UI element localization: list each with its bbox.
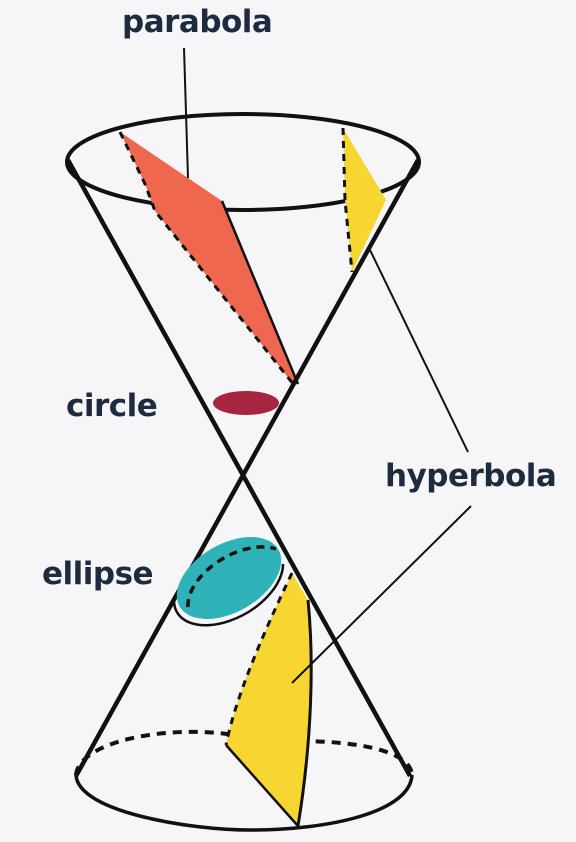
hyperbola-lower-section	[224, 572, 313, 827]
ellipse-section	[172, 537, 285, 627]
parabola-label: parabola	[122, 4, 273, 40]
ellipse-label: ellipse	[42, 556, 154, 592]
hyperbola-label: hyperbola	[385, 458, 557, 494]
hyperbola-upper-section	[341, 127, 386, 273]
parabola-leader-line	[183, 47, 189, 179]
circle-section	[213, 391, 279, 415]
circle-label: circle	[66, 388, 158, 424]
hyperbola-upper-leader-line	[369, 249, 469, 453]
cone-sides	[66, 158, 420, 778]
leader-lines	[183, 47, 472, 684]
parabola-section	[118, 131, 300, 386]
hyperbola-lower-leader-line	[291, 505, 472, 684]
bottom-cone-base	[74, 729, 414, 832]
